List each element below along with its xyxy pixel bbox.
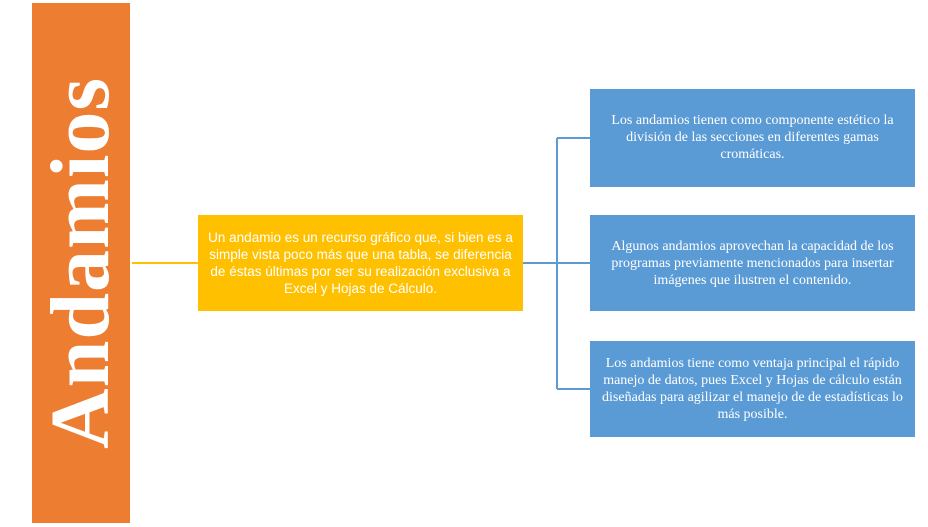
branch-node-1-text: Los andamios tienen como componente esté… bbox=[611, 113, 894, 162]
branch-node-1: Los andamios tienen como componente esté… bbox=[590, 89, 915, 187]
title-box bbox=[32, 3, 130, 523]
branch-node-2: Algunos andamios aprovechan la capacidad… bbox=[590, 215, 915, 311]
center-node: Un andamio es un recurso gráfico que, si… bbox=[198, 215, 523, 311]
center-node-text: Un andamio es un recurso gráfico que, si… bbox=[208, 230, 513, 296]
branch-node-3: Los andamios tiene como ventaja principa… bbox=[590, 341, 915, 437]
branch-node-2-text: Algunos andamios aprovechan la capacidad… bbox=[611, 238, 894, 288]
diagram-title: Andamios bbox=[34, 76, 127, 450]
branch-node-3-text: Los andamios tiene como ventaja principa… bbox=[602, 356, 903, 422]
